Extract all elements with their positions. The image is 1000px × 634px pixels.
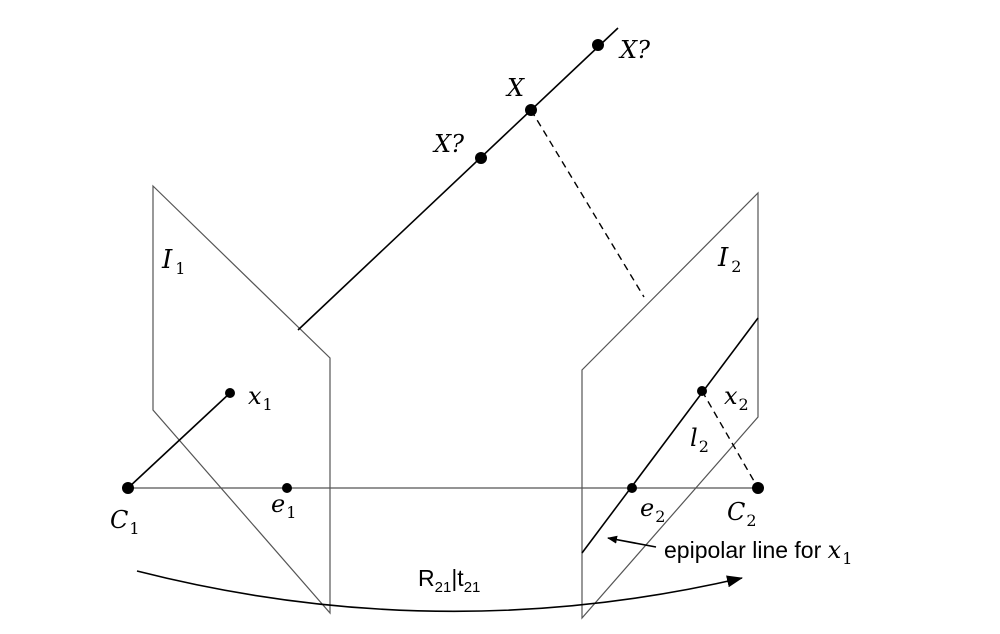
label-c1-main: C	[110, 506, 128, 534]
epipolar-annotation-label: epipolar line for x1	[664, 536, 852, 568]
label-l2-main: l	[690, 424, 698, 452]
point-x-lower	[475, 152, 487, 164]
label-c2: C2	[727, 498, 757, 530]
projection-x-to-c2-outside	[530, 109, 645, 298]
label-l2: l2	[690, 424, 709, 456]
transform-r: R	[418, 565, 435, 591]
label-c1: C1	[110, 506, 140, 538]
transform-r-sub: 21	[435, 579, 452, 596]
label-image-2-main: I	[717, 243, 729, 273]
image-plane-2	[581, 191, 759, 620]
label-e2: e2	[640, 494, 665, 526]
label-image-1-sub: 1	[175, 259, 185, 278]
ray-through-x	[297, 27, 619, 331]
point-c1	[122, 482, 134, 494]
label-x-lower: X?	[432, 130, 464, 158]
epipolar-line-l2	[581, 317, 759, 554]
label-c1-sub: 1	[129, 519, 139, 538]
epipolar-annotation-var: x	[828, 536, 842, 564]
label-c2-main: C	[727, 498, 745, 526]
transform-sep: |t	[451, 565, 464, 591]
epipolar-annotation-arrow	[607, 535, 657, 548]
label-image-1-main: I	[161, 245, 173, 275]
label-x: X	[505, 74, 525, 102]
point-c2	[752, 482, 764, 494]
image-plane-1	[152, 184, 331, 615]
epipolar-annotation-text: epipolar line for	[664, 537, 828, 563]
label-e1-sub: 1	[286, 503, 296, 522]
label-e2-sub: 2	[655, 507, 665, 526]
label-x1: x1	[248, 382, 273, 414]
transform-arc	[136, 570, 743, 613]
epipolar-annotation-sub: 1	[842, 549, 852, 568]
label-x1-sub: 1	[263, 395, 273, 414]
label-x2-main: x	[724, 382, 738, 410]
point-x2	[697, 386, 707, 396]
point-x1	[225, 388, 235, 398]
transform-label: R21|t21	[418, 565, 480, 596]
label-x1-main: x	[248, 382, 262, 410]
label-l2-sub: 2	[699, 437, 709, 456]
point-x-upper	[592, 39, 604, 51]
label-e2-main: e	[640, 494, 654, 522]
label-x-upper: X?	[618, 36, 650, 64]
transform-t-sub: 21	[464, 579, 481, 596]
label-c2-sub: 2	[746, 511, 756, 530]
point-e2	[627, 483, 637, 493]
label-image-2-sub: 2	[731, 257, 741, 276]
label-e1: e1	[271, 490, 296, 522]
point-e1	[282, 483, 292, 493]
label-e1-main: e	[271, 490, 285, 518]
projection-x2-to-c2	[701, 390, 759, 489]
label-x2: x2	[724, 382, 749, 414]
point-x	[525, 104, 537, 116]
label-x2-sub: 2	[739, 395, 749, 414]
ray-c1-x1	[127, 392, 231, 489]
